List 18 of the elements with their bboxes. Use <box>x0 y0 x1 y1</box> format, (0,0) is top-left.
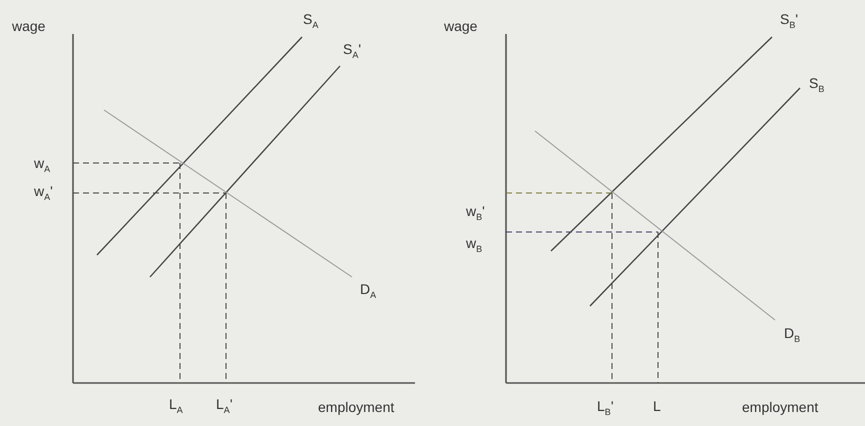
axis-title: wage <box>12 19 46 33</box>
axis-tick-label: L$_{A}$' <box>216 397 232 415</box>
axis-tick-label: w$_{A}$' <box>34 184 53 202</box>
axis-title: employment <box>742 400 818 414</box>
axis-tick-label: L$_{A}$ <box>169 397 183 415</box>
axis-tick-label: w$_{B}$ <box>466 236 482 254</box>
curve-label: D$_{A}$ <box>360 282 376 300</box>
axis-title: wage <box>444 19 478 33</box>
axis-title: employment <box>318 400 394 414</box>
curve-label: S$_{A}$' <box>343 42 362 60</box>
axis-tick-label: w$_{B}$' <box>466 204 485 222</box>
curve-label: S$_{B}$ <box>809 76 824 94</box>
curve-label: D$_{B}$ <box>784 326 800 344</box>
axis-tick-label: L <box>653 399 661 413</box>
curve-label: S$_{A}$ <box>303 12 318 30</box>
axis-tick-label: w$_{A}$ <box>34 156 50 174</box>
axis-tick-label: L$_{B}$' <box>597 399 614 417</box>
curve-label: S$_{B}$' <box>780 12 798 30</box>
